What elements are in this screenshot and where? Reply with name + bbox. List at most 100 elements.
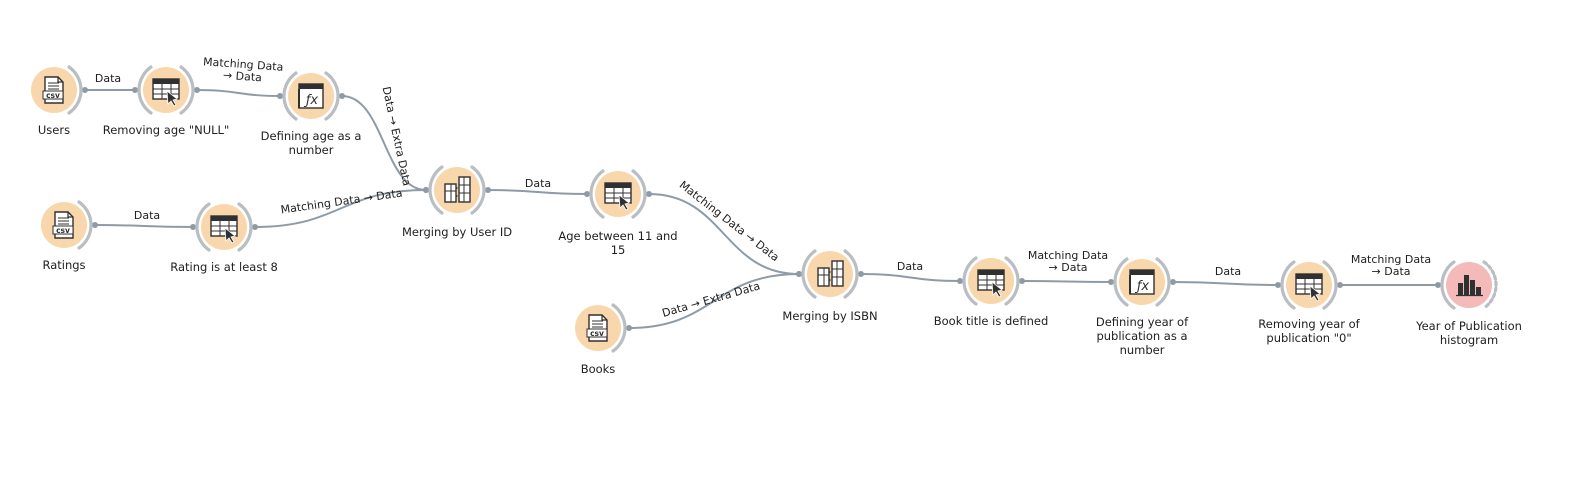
link-target-dot [277,93,283,99]
link-path[interactable] [1021,280,1112,283]
link-source-dot [1170,279,1176,285]
input-port-arc[interactable] [137,65,153,115]
widget-remove-age-null[interactable]: Removing age "NULL" [103,65,230,137]
csv-icon-glyph: csv [46,91,60,100]
input-port-arc[interactable] [801,249,817,299]
widget-label-line: number [289,143,334,157]
input-port-arc[interactable] [589,169,605,219]
input-port-arc[interactable] [1440,260,1456,310]
link-merge-isbn-to-title-defined[interactable]: Data [858,260,963,284]
widget-circle[interactable] [807,251,853,297]
output-port-arc[interactable] [843,249,859,299]
link-path[interactable] [1172,281,1279,286]
input-port-arc[interactable] [195,202,211,252]
link-label-line: Data [1215,265,1241,278]
csv-icon-glyph: csv [56,226,70,235]
input-port-arc[interactable] [428,165,444,215]
output-port-arc[interactable] [67,65,83,115]
widget-label-line: Age between 11 and [558,229,677,243]
widget-label-line: Defining year of [1096,315,1189,329]
link-users-to-remove-age-null[interactable]: Data [82,72,138,93]
link-target-dot [957,278,963,284]
output-port-arc[interactable] [1004,256,1020,306]
output-port-arc[interactable] [1155,257,1171,307]
widget-circle[interactable] [434,167,480,213]
input-port-arc[interactable] [1113,257,1129,307]
link-source-dot [339,93,345,99]
output-port-arc[interactable] [1322,260,1338,310]
link-source-dot [92,222,98,228]
output-port-arc[interactable] [179,65,195,115]
link-path[interactable] [860,273,961,282]
csv-file-icon: csv [52,211,74,239]
link-path[interactable] [94,224,194,228]
link-merge-user-to-age-11-15[interactable]: Data [485,177,590,197]
link-define-year-to-remove-year-0[interactable]: Data [1170,265,1281,288]
link-label-line: Matching Data → Data [677,178,782,264]
link-rating-8-to-merge-user[interactable]: Matching Data → Data [252,187,429,230]
link-source-dot [858,271,864,277]
link-books-to-merge-isbn[interactable]: Data → Extra Data [626,271,802,331]
formula-icon: ƒx [1129,269,1155,295]
link-label: Matching Data → Data [677,178,782,264]
link-title-defined-to-define-year[interactable]: Matching Data→ Data [1019,249,1114,285]
link-label-line: → Data [223,69,263,85]
widget-label-line: number [1120,343,1165,357]
link-path[interactable] [254,189,427,228]
link-source-dot [646,191,652,197]
link-target-dot [423,187,429,193]
widget-merge-user[interactable]: Merging by User ID [402,165,512,239]
link-remove-age-null-to-define-age[interactable]: Matching Data→ Data [194,55,284,99]
widget-merge-isbn[interactable]: Merging by ISBN [782,249,878,323]
link-target-dot [1108,279,1114,285]
select-rows-icon [210,215,238,244]
link-path[interactable] [648,193,800,275]
formula-icon-glyph: ƒx [303,93,319,108]
link-label: Data [134,209,160,222]
widget-label-line: histogram [1440,333,1498,347]
output-port-arc[interactable] [237,202,253,252]
link-path[interactable] [196,89,281,97]
output-port-arc[interactable] [611,303,627,353]
input-port-arc[interactable] [962,256,978,306]
widget-label: Removing age "NULL" [103,123,230,137]
output-port-arc[interactable] [324,71,340,121]
link-label: Matching Data → Data [280,187,403,217]
link-target-dot [796,271,802,277]
link-path[interactable] [628,273,800,329]
link-target-dot [1275,282,1281,288]
widget-title-defined[interactable]: Book title is defined [934,256,1049,328]
widget-label-line: publication as a [1096,329,1187,343]
link-path[interactable] [341,95,427,191]
output-port-arc[interactable] [1482,260,1498,310]
widget-label-line: Removing year of [1258,317,1360,331]
link-label-line: Data → Extra Data [380,85,414,187]
output-port-arc[interactable] [631,169,647,219]
link-label: Matching Data→ Data [202,55,284,86]
link-source-dot [82,87,88,93]
output-port-arc[interactable] [470,165,486,215]
widget-label: Books [581,362,616,376]
link-path[interactable] [487,189,588,195]
link-remove-year-0-to-histogram[interactable]: Matching Data→ Data [1337,253,1441,288]
input-port-arc[interactable] [1280,260,1296,310]
link-age-11-15-to-merge-isbn[interactable]: Matching Data → Data [646,178,802,277]
link-ratings-to-rating-8[interactable]: Data [92,209,196,230]
link-source-dot [485,187,491,193]
link-label-line: → Data [1372,265,1411,278]
input-port-arc[interactable] [282,71,298,121]
csv-file-icon: csv [586,314,608,342]
widget-label: Ratings [42,258,85,272]
output-port-arc[interactable] [77,200,93,250]
widget-rating-8[interactable]: Rating is at least 8 [170,202,278,274]
